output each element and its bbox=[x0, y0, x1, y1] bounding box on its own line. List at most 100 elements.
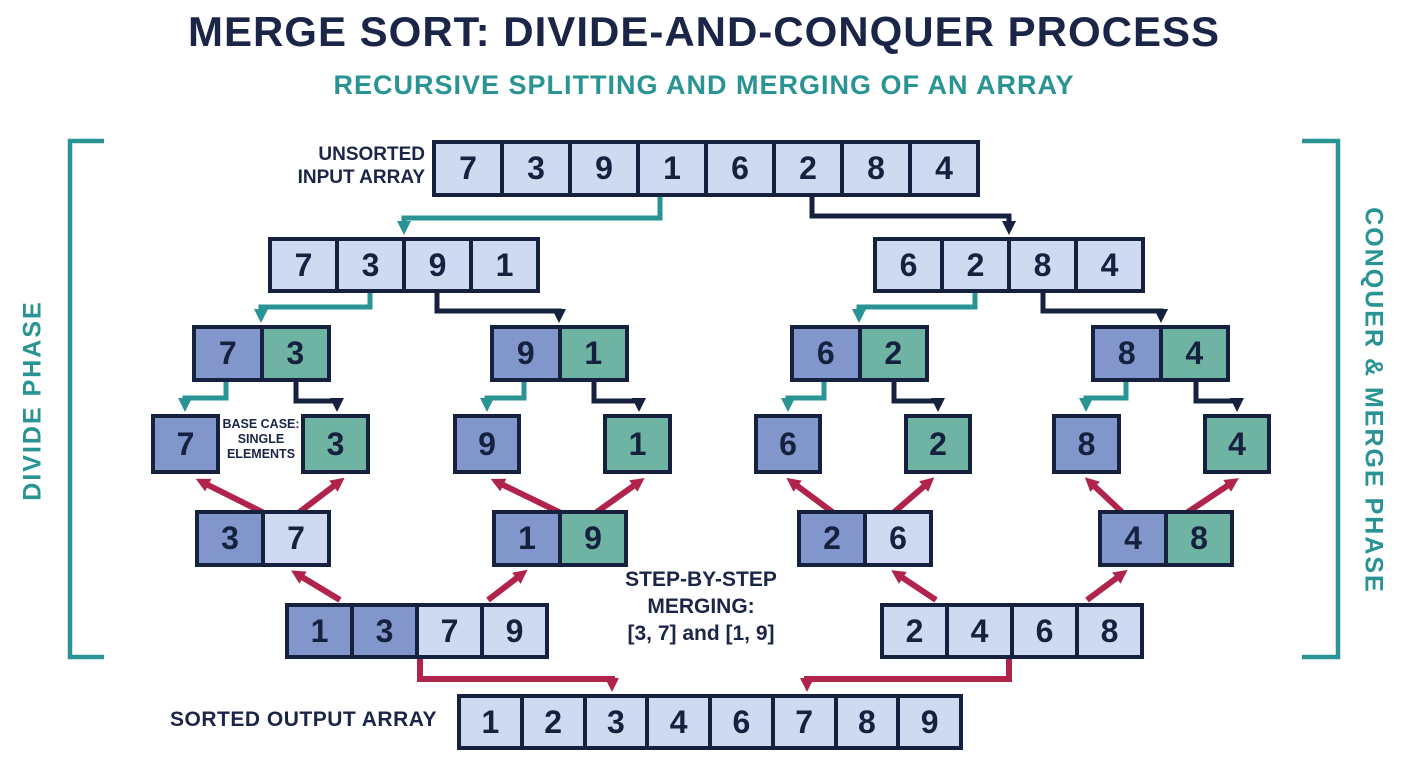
cell: 6 bbox=[1010, 607, 1075, 655]
cell: 1 bbox=[557, 329, 625, 378]
cell-value: 3 bbox=[286, 335, 305, 371]
cell-value: 9 bbox=[584, 520, 602, 556]
conquer-merge-phase-label: CONQUER & MERGE PHASE bbox=[1359, 207, 1388, 594]
cell: 6 bbox=[877, 241, 940, 289]
cell-value: 2 bbox=[823, 520, 841, 556]
cell: 4 bbox=[1102, 514, 1164, 563]
cell: 6 bbox=[794, 329, 858, 378]
array-single-2: 2 bbox=[904, 414, 972, 474]
cell: 2 bbox=[801, 514, 863, 563]
cell: 9 bbox=[494, 329, 558, 378]
cell-value: 4 bbox=[669, 703, 688, 740]
cell-value: 3 bbox=[375, 612, 394, 649]
cell-value: 9 bbox=[516, 335, 535, 371]
cell: 2 bbox=[857, 329, 925, 378]
merge-arrows bbox=[195, 477, 1239, 692]
cell-value: 7 bbox=[294, 246, 313, 283]
array-single-1: 1 bbox=[603, 414, 672, 474]
cell-value: 6 bbox=[816, 335, 835, 371]
cell: 7 bbox=[272, 241, 335, 289]
cell: 3 bbox=[305, 418, 366, 470]
cell: 6 bbox=[704, 144, 772, 193]
cell-value: 7 bbox=[176, 425, 195, 462]
cell: 4 bbox=[1074, 241, 1141, 289]
divide-phase-bracket bbox=[67, 138, 104, 660]
cell-value: 8 bbox=[1033, 246, 1052, 283]
cell: 1 bbox=[496, 514, 558, 563]
cell: 3 bbox=[582, 698, 646, 746]
cell-value: 8 bbox=[1100, 612, 1119, 649]
cell-value: 9 bbox=[505, 612, 524, 649]
cell-value: 3 bbox=[221, 520, 239, 556]
cell: 7 bbox=[415, 607, 480, 655]
cell: 3 bbox=[335, 241, 402, 289]
cell-value: 2 bbox=[799, 150, 817, 186]
sorted-output-label: SORTED OUTPUT ARRAY bbox=[170, 708, 437, 731]
divide-right-arrows bbox=[293, 197, 1244, 412]
page-title: MERGE SORT: DIVIDE-AND-CONQUER PROCESS bbox=[187, 8, 1221, 55]
array-single-4: 4 bbox=[1203, 414, 1271, 474]
cell-value: 8 bbox=[1190, 520, 1208, 556]
cell-value: 9 bbox=[595, 150, 613, 186]
cell-value: 4 bbox=[970, 612, 989, 649]
array-single-7: 7 bbox=[151, 414, 220, 474]
cell-value: 4 bbox=[1228, 425, 1246, 462]
cell: 9 bbox=[402, 241, 469, 289]
array-single-9: 9 bbox=[453, 414, 521, 474]
conquer-phase-bracket bbox=[1302, 138, 1341, 660]
cell: 8 bbox=[833, 698, 897, 746]
cell-value: 6 bbox=[899, 246, 918, 283]
cell-value: 3 bbox=[361, 246, 380, 283]
cell: 3 bbox=[259, 329, 327, 378]
cell: 9 bbox=[896, 698, 959, 746]
cell-value: 7 bbox=[440, 612, 459, 649]
cell-value: 1 bbox=[628, 425, 647, 462]
divide-phase-label: DIVIDE PHASE bbox=[18, 300, 47, 501]
cell: 9 bbox=[568, 144, 636, 193]
cell: 6 bbox=[758, 418, 818, 470]
cell: 2 bbox=[772, 144, 840, 193]
cell: 7 bbox=[770, 698, 834, 746]
cell-value: 4 bbox=[935, 150, 953, 186]
cell: 4 bbox=[645, 698, 708, 746]
cell-value: 4 bbox=[1100, 246, 1119, 283]
cell: 8 bbox=[840, 144, 908, 193]
cell-value: 8 bbox=[1117, 335, 1136, 371]
cell: 1 bbox=[469, 241, 536, 289]
cell-value: 7 bbox=[795, 703, 814, 740]
cell: 7 bbox=[196, 329, 260, 378]
cell-value: 2 bbox=[929, 425, 947, 462]
cell-value: 8 bbox=[1077, 425, 1096, 462]
cell: 9 bbox=[457, 418, 517, 470]
cell: 8 bbox=[1164, 514, 1230, 563]
cell-value: 9 bbox=[428, 246, 447, 283]
cell: 4 bbox=[945, 607, 1010, 655]
cell-value: 1 bbox=[481, 703, 500, 740]
cell-value: 7 bbox=[287, 520, 305, 556]
cell-value: 7 bbox=[218, 335, 237, 371]
cell-value: 1 bbox=[584, 335, 603, 371]
cell-value: 6 bbox=[779, 425, 797, 462]
array-single-3: 3 bbox=[301, 414, 370, 474]
cell: 3 bbox=[199, 514, 261, 563]
cell-value: 6 bbox=[889, 520, 907, 556]
cell-value: 8 bbox=[867, 150, 885, 186]
cell: 8 bbox=[1075, 607, 1140, 655]
cell-value: 4 bbox=[1185, 335, 1204, 371]
cell-value: 4 bbox=[1124, 520, 1142, 556]
cell-value: 3 bbox=[527, 150, 545, 186]
base-case-label: BASE CASE: SINGLE ELEMENTS bbox=[222, 417, 300, 461]
cell: 8 bbox=[1007, 241, 1074, 289]
step-merging-label: STEP-BY-STEP MERGING: [3, 7] and [1, 9] bbox=[625, 568, 777, 645]
